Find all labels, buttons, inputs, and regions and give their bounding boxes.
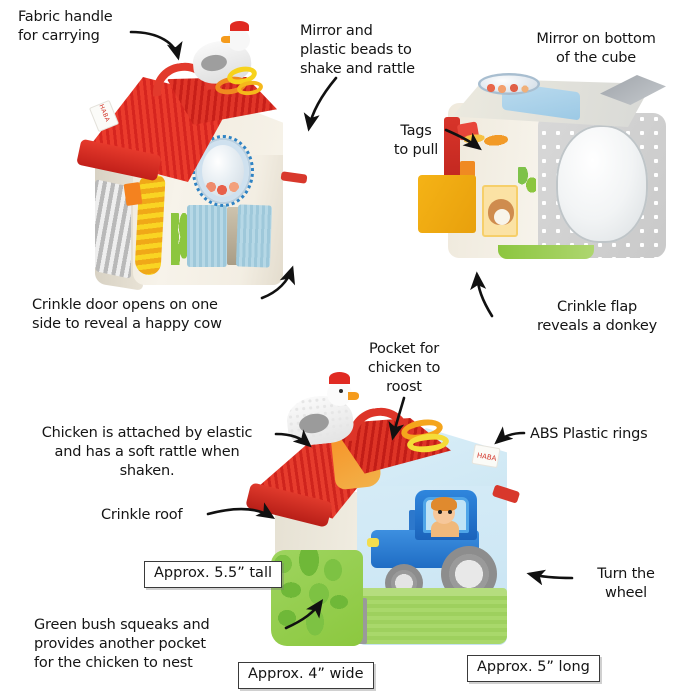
- green-squeaky-bush: [271, 550, 363, 646]
- chicken-comb: [230, 21, 249, 31]
- barn3-chicken-comb: [329, 372, 350, 384]
- product-image-barn-tractor: [245, 372, 555, 685]
- tractor-applique: [363, 488, 503, 610]
- barn3-grass-applique: [357, 596, 507, 644]
- annotation-crinkle-roof: Crinkle roof: [101, 507, 183, 523]
- annotation-turn-wheel: Turn the wheel: [597, 566, 655, 602]
- dimension-box-height: Approx. 5.5” tall: [144, 561, 283, 588]
- tractor-exhaust: [409, 510, 416, 534]
- driver-hair: [431, 497, 457, 511]
- cube-large-mirror: [556, 125, 648, 243]
- crinkle-door-left: [187, 205, 227, 267]
- green-leaf-applique: [518, 167, 536, 197]
- cube-top-beads: [486, 83, 532, 93]
- arrow-mirror-beads: [303, 76, 338, 132]
- product-image-cube-mirror: [418, 73, 685, 290]
- red-tag-right: [280, 171, 308, 184]
- tractor-headlight: [367, 538, 379, 547]
- annotation-mirror-bottom: Mirror on bottom of the cube: [536, 31, 656, 67]
- orange-square-tag: [460, 161, 475, 177]
- crinkle-door-right: [235, 204, 273, 268]
- chicken-beak: [221, 36, 230, 43]
- annotation-crinkle-door: Crinkle door opens on one side to reveal…: [32, 297, 222, 333]
- barn3-chicken-head: [327, 382, 352, 406]
- barn3-chicken-eye: [339, 389, 343, 393]
- orange-tag: [123, 181, 143, 207]
- driver-eye-left: [438, 510, 442, 514]
- annotation-tags-to-pull: Tags to pull: [393, 123, 439, 159]
- chicken-head: [227, 29, 250, 51]
- product-image-barn-closed: [75, 21, 308, 291]
- annotation-chicken-elastic: Chicken is attached by elastic and has a…: [41, 425, 253, 480]
- dimension-box-length: Approx. 5” long: [467, 655, 600, 682]
- annotation-abs-rings: ABS Plastic rings: [530, 426, 648, 442]
- annotation-mirror-beads: Mirror and plastic beads to shake and ra…: [300, 23, 415, 78]
- driver-eye-right: [448, 510, 452, 514]
- annotation-green-bush: Green bush squeaks and provides another …: [34, 617, 210, 672]
- annotation-crinkle-flap: Crinkle flap reveals a donkey: [536, 299, 658, 335]
- cube-green-base-trim: [498, 245, 594, 259]
- dimension-box-width: Approx. 4” wide: [238, 662, 374, 689]
- orange-pull-tags: [462, 124, 518, 156]
- green-vine-applique: [171, 213, 187, 265]
- yellow-crinkle-flap: [418, 175, 476, 233]
- arrow-fabric-handle: [129, 30, 183, 61]
- barn3-haba-tag: [471, 443, 501, 469]
- barn3-chicken-beak: [348, 392, 359, 400]
- donkey-picture-patch: [482, 185, 518, 237]
- annotation-fabric-handle: Fabric handle for carrying: [18, 9, 113, 45]
- annotation-pocket-roost: Pocket for chicken to roost: [367, 341, 441, 396]
- driver-body: [431, 521, 459, 537]
